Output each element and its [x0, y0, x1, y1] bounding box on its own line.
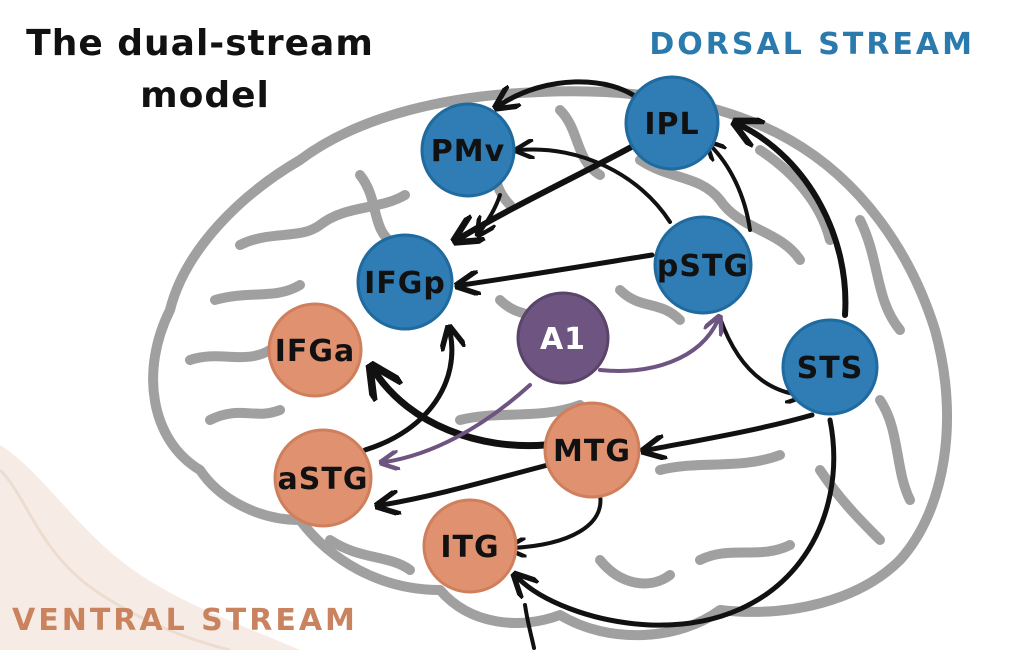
ventral-corner-wash: [0, 445, 300, 650]
arrow-mtg-to-itg: [512, 493, 603, 548]
node-ifga-label: IFGa: [275, 334, 356, 369]
arrow-a1-to-astg: [385, 383, 532, 462]
node-sts-label: STS: [797, 351, 864, 386]
brain-outline: [148, 86, 953, 641]
arrow-pstg-to-pmv: [520, 149, 672, 224]
arrow-a1-to-pstg: [598, 320, 718, 373]
arrow-pstg-to-sts: [718, 316, 800, 395]
ventral-corner-wash-line: [0, 468, 231, 650]
node-pmv: PMv: [420, 102, 516, 198]
node-ipl-label: IPL: [644, 107, 699, 142]
connections: [362, 79, 849, 650]
arrow-itg-tail: [523, 603, 536, 650]
arrow-astg-to-ifgp: [362, 332, 452, 453]
node-ifga: IFGa: [267, 302, 363, 398]
ventral-stream-label: VENTRAL STREAM: [12, 603, 358, 638]
node-ifgp: IFGp: [356, 233, 454, 331]
node-pmv-label: PMv: [431, 134, 505, 169]
arrow-sts-to-ipl: [740, 125, 849, 318]
node-ipl: IPL: [624, 75, 720, 171]
arrow-sts-to-itg: [518, 417, 837, 628]
arrow-ipl-to-pmv: [500, 79, 643, 105]
dorsal-stream-label: DORSAL STREAM: [649, 27, 975, 62]
arrow-mtg-to-astg: [382, 462, 551, 505]
node-pstg-label: pSTG: [657, 249, 749, 284]
node-a1-label: A1: [540, 322, 586, 357]
node-itg: ITG: [422, 498, 518, 594]
arrow-pstg-to-ipl: [710, 145, 752, 232]
node-mtg-label: MTG: [553, 434, 631, 469]
diagram-title-line1: The dual-stream: [26, 23, 374, 64]
node-pstg: pSTG: [653, 215, 753, 315]
arrow-mtg-to-ifga: [375, 372, 549, 450]
arrow-sts-to-mtg: [648, 412, 815, 450]
node-sts: STS: [781, 318, 879, 416]
arrow-pstg-to-ifgp: [462, 252, 655, 285]
node-itg-label: ITG: [440, 530, 499, 565]
arrow-pmv-down: [480, 193, 502, 232]
node-a1: A1: [516, 291, 610, 385]
node-ifgp-label: IFGp: [364, 266, 446, 301]
diagram-title-line2: model: [140, 75, 270, 116]
node-mtg: MTG: [543, 401, 641, 499]
node-astg: aSTG: [273, 428, 373, 528]
node-astg-label: aSTG: [278, 462, 369, 497]
